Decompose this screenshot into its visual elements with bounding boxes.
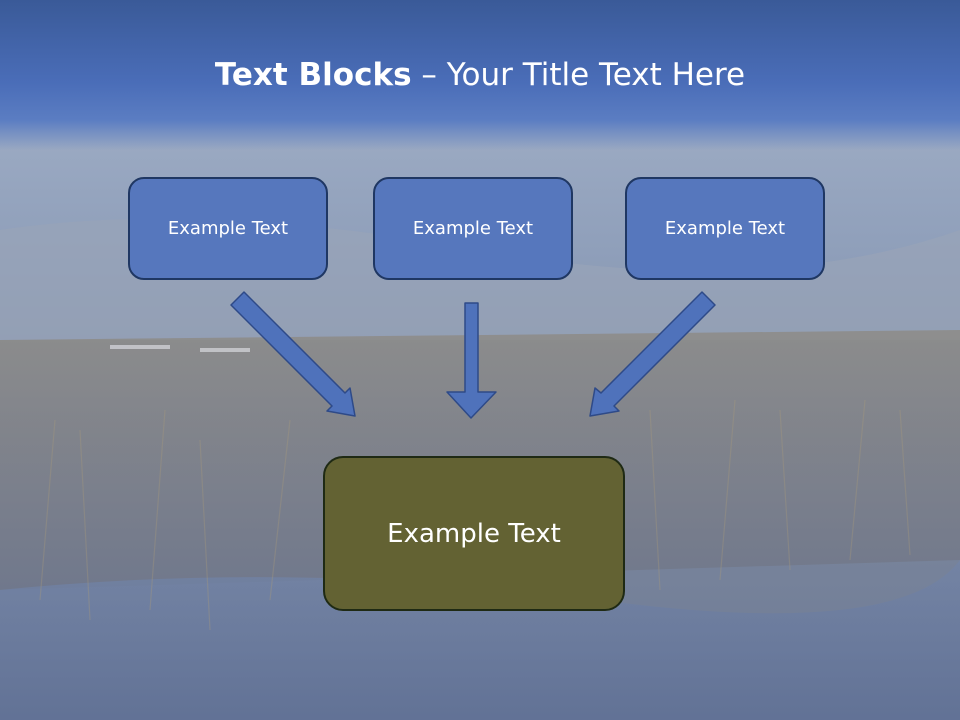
main-text-block[interactable]: Example Text [323,456,625,611]
text-block-2[interactable]: Example Text [373,177,573,280]
title-bold-text: Text Blocks [214,57,412,93]
text-block-1[interactable]: Example Text [128,177,328,280]
arrow-left-icon [230,291,356,417]
page-title: Text Blocks – Your Title Text Here [0,55,960,95]
text-block-2-label: Example Text [412,218,534,239]
text-block-1-label: Example Text [167,218,289,239]
title-band [0,0,960,150]
arrow-center-icon [446,302,497,419]
text-block-3[interactable]: Example Text [625,177,825,280]
arrow-right-icon [589,291,716,417]
text-block-3-label: Example Text [664,218,786,239]
title-rest-text: – Your Title Text Here [411,57,746,93]
main-text-block-label: Example Text [387,518,561,549]
